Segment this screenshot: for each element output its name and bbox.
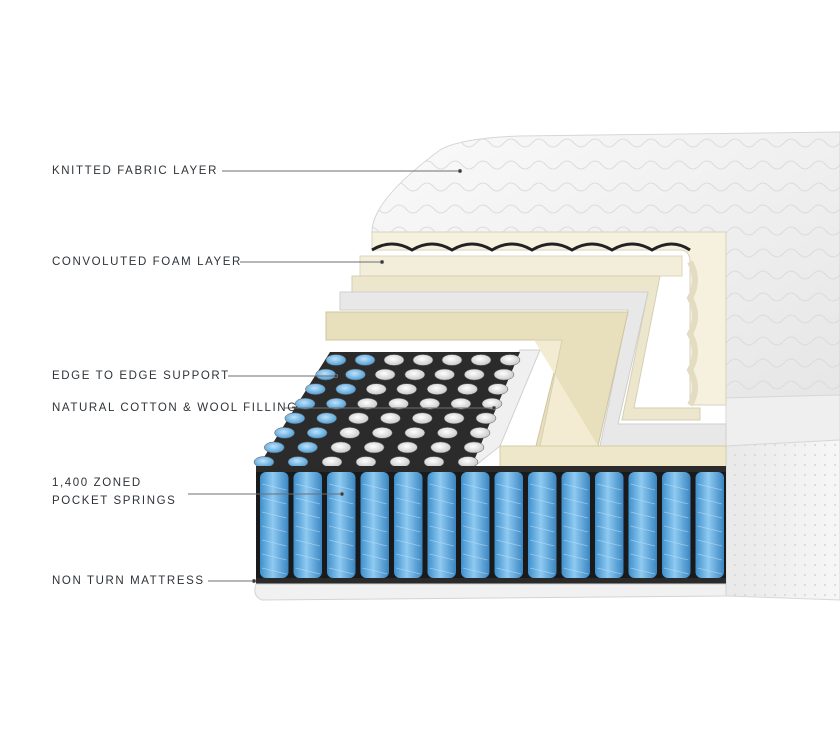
leader-lines — [188, 168, 497, 584]
spring-coil-top — [470, 354, 492, 366]
pocket-spring — [293, 472, 322, 578]
spring-coil-top — [434, 368, 455, 381]
spring-coil-top — [366, 383, 387, 395]
spring-coil-top — [457, 383, 478, 395]
spring-coil-top — [297, 441, 318, 454]
spring-coil-top — [305, 383, 326, 395]
pocket-spring — [327, 472, 356, 578]
spring-coil-top — [389, 456, 411, 468]
convoluted-foam-layer — [351, 231, 727, 421]
mattress-base — [254, 583, 727, 601]
label-convoluted-foam-layer: CONVOLUTED FOAM LAYER — [52, 256, 242, 268]
pocket-springs-top — [253, 352, 521, 470]
spring-coil-top — [499, 354, 521, 366]
spring-coil-top — [325, 354, 347, 366]
label-edge-to-edge-support: EDGE TO EDGE SUPPORT — [52, 370, 230, 382]
spring-coil-top — [354, 354, 376, 366]
spring-coil-top — [345, 368, 366, 381]
spring-coil-top — [284, 412, 306, 425]
pocket-spring — [561, 472, 590, 578]
spring-coil-top — [374, 368, 396, 381]
label-pocket-springs-line2: POCKET SPRINGS — [52, 495, 177, 507]
spring-coil-top — [426, 383, 448, 395]
label-natural-cotton-wool-filling: NATURAL COTTON & WOOL FILLING — [52, 402, 298, 414]
spring-coil-top — [464, 368, 485, 381]
spring-coil-top — [357, 397, 378, 410]
spring-coil-top — [450, 397, 472, 410]
mattress-cover — [371, 131, 840, 601]
spring-coil-top — [487, 383, 509, 395]
spring-coil-top — [430, 441, 451, 454]
spring-coil-top — [443, 412, 465, 425]
spring-coil-top — [463, 441, 485, 454]
spring-coil-top — [380, 412, 401, 425]
spring-coil-top — [419, 397, 440, 410]
spring-coil-top — [383, 354, 405, 366]
pocket-spring — [494, 472, 523, 578]
pocket-spring — [394, 472, 423, 578]
spring-coil-top — [348, 412, 369, 425]
pocket-spring — [628, 472, 657, 578]
spring-coil-top — [423, 456, 445, 468]
spring-coil-top — [404, 427, 426, 439]
spring-coil-top — [372, 427, 393, 439]
pocket-spring — [427, 472, 456, 578]
label-non-turn-mattress: NON TURN MATTRESS — [52, 575, 205, 587]
spring-coil-top — [339, 427, 360, 439]
spring-coil-top — [264, 441, 285, 454]
pocket-spring — [595, 472, 624, 578]
spring-coil-top — [294, 397, 316, 410]
pocket-spring — [662, 472, 691, 578]
spring-coil-top — [253, 456, 275, 468]
spring-coil-top — [330, 441, 352, 454]
spring-coil-top — [274, 427, 295, 439]
pocket-spring — [260, 472, 289, 578]
pocket-spring — [461, 472, 490, 578]
spring-coil-top — [475, 412, 497, 425]
spring-coil-top — [412, 354, 434, 366]
spring-coil-top — [355, 456, 377, 468]
pocket-spring — [528, 472, 557, 578]
spring-coil-top — [321, 456, 343, 468]
spring-coil-top — [335, 383, 357, 395]
spring-coil-top — [404, 368, 426, 381]
spring-coil-top — [412, 412, 433, 425]
spring-coil-top — [287, 456, 309, 468]
spring-coil-top — [481, 397, 503, 410]
label-pocket-springs: 1,400 ZONED POCKET SPRINGS — [52, 474, 176, 510]
pocket-spring — [695, 472, 724, 578]
label-pocket-springs-line1: 1,400 ZONED — [52, 477, 142, 489]
pocket-spring — [360, 472, 389, 578]
spring-grid-base — [256, 352, 520, 470]
spring-coil-top — [437, 427, 458, 439]
spring-coil-top — [441, 354, 463, 366]
spring-coil-top — [315, 368, 336, 381]
spring-coil-top — [396, 383, 417, 395]
label-knitted-fabric-layer: KNITTED FABRIC LAYER — [52, 165, 218, 177]
spring-coil-top — [397, 441, 418, 454]
pillow-top-band — [725, 394, 840, 447]
spring-coil-top — [457, 456, 479, 468]
spring-coil-top — [388, 397, 409, 410]
spring-coil-top — [493, 368, 515, 381]
spring-coil-top — [469, 427, 491, 439]
spring-coil-top — [326, 397, 347, 410]
spring-coil-top — [306, 427, 328, 439]
spring-coil-top — [363, 441, 385, 454]
spring-unit-front — [256, 466, 726, 584]
spring-coil-top — [316, 412, 337, 425]
